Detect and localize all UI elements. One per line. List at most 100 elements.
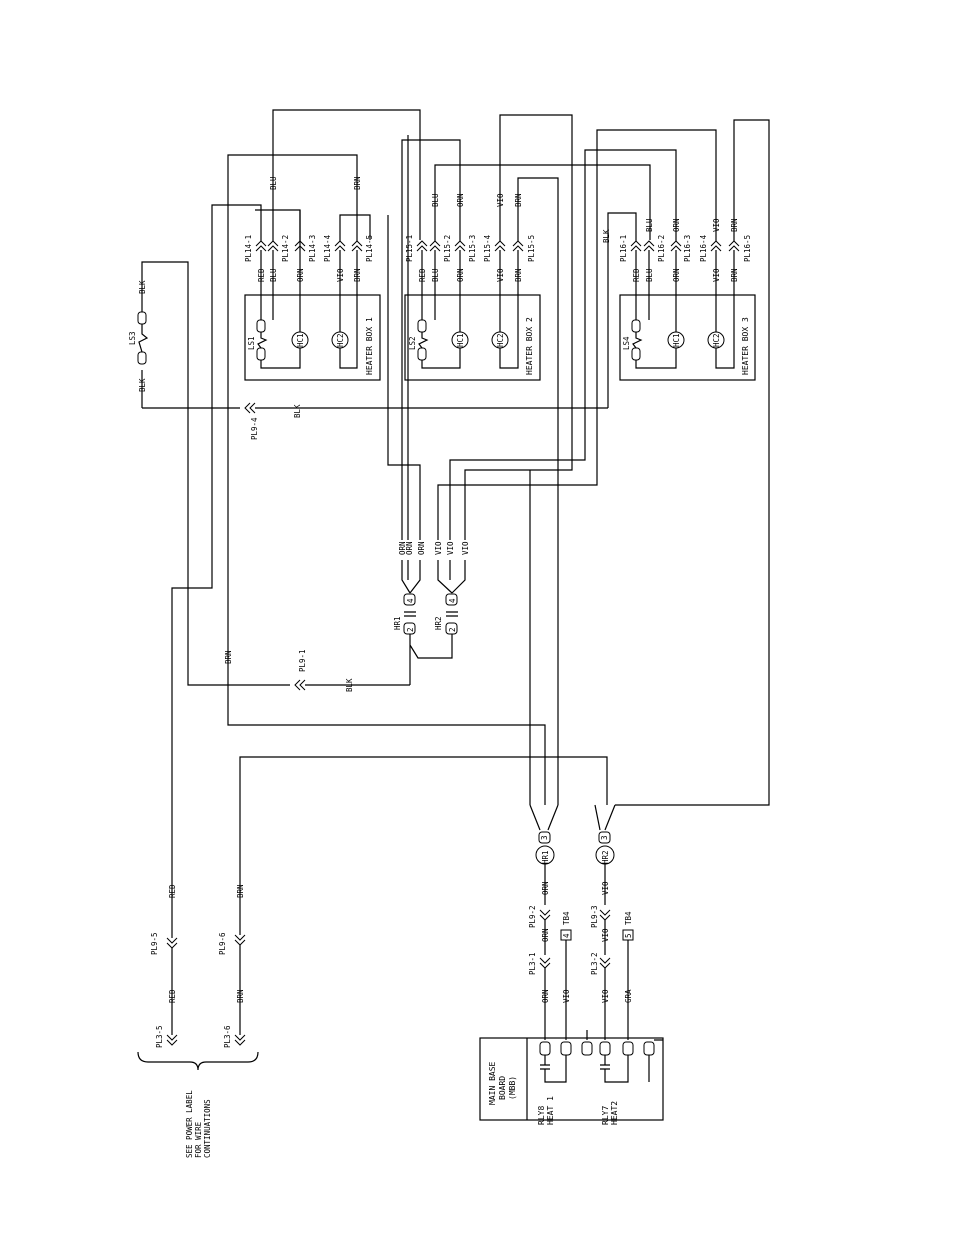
hr1-pin-4-label: 4 bbox=[406, 598, 415, 603]
hc1-label-3: HC1 bbox=[672, 333, 681, 347]
tb4-label-1: TB4 bbox=[562, 911, 571, 925]
pl9-2-chevron bbox=[539, 909, 551, 921]
heat-hr1-wire: ORN bbox=[541, 881, 550, 895]
pl15-2-chevron bbox=[429, 240, 441, 252]
power-note-3: CONTINUATIONS bbox=[203, 1099, 212, 1158]
ls2-switch: LS2 bbox=[408, 319, 429, 361]
hb2-wire-brn: BRN bbox=[514, 268, 523, 282]
relay-wire-orn-1: ORN bbox=[398, 541, 407, 555]
hr-relays: ORN ORN ORN VIO VIO VIO 4 2 HR1 4 2 HR2 … bbox=[224, 541, 470, 692]
heat-hr1-label: HR1 bbox=[541, 850, 550, 864]
pl16-5-label: PL16-5 bbox=[743, 235, 752, 262]
brn-wire-bottom: BRN bbox=[236, 989, 245, 1003]
rly7-label: RLY7 bbox=[601, 1106, 610, 1125]
pl15-4-label: PL15-4 bbox=[483, 234, 492, 262]
hr1-pin-2-label: 2 bbox=[406, 627, 415, 632]
hb1-wire-blu: BLU bbox=[269, 268, 278, 282]
hc1-label-2: HC1 bbox=[456, 333, 465, 347]
rly8-label: RLY8 bbox=[537, 1106, 546, 1125]
mbb-title-1: MAIN BASE bbox=[488, 1061, 497, 1105]
pl9-2-wire: ORN bbox=[541, 928, 550, 942]
hb3-wire-blu: BLU bbox=[645, 268, 654, 282]
pl16-2-label: PL16-2 bbox=[657, 235, 666, 262]
heater-box-1-label: HEATER BOX 1 bbox=[365, 317, 374, 375]
pl3-2-label: PL3-2 bbox=[590, 952, 599, 975]
mbb-title-3: (MBB) bbox=[508, 1076, 517, 1100]
pl14-1-label: PL14-1 bbox=[244, 235, 253, 262]
heat-hr1-pin bbox=[538, 831, 551, 844]
ls1-switch: LS1 bbox=[247, 319, 268, 361]
pl9-6-label: PL9-6 bbox=[218, 932, 227, 955]
pin-j2-10 bbox=[539, 1041, 551, 1056]
pl16-4-label: PL16-4 bbox=[699, 234, 708, 262]
power-note-2: FOR WIRE bbox=[194, 1121, 203, 1158]
relay-wire-orn-3: ORN bbox=[417, 541, 426, 555]
pl9-1-chevron bbox=[294, 679, 306, 691]
pl14-2-label: PL14-2 bbox=[281, 235, 290, 262]
hc2-label-3: HC2 bbox=[712, 333, 721, 347]
heater-box-2-outline bbox=[404, 294, 541, 381]
hb2-wire-vio: VIO bbox=[496, 268, 505, 282]
heater-box-3-label: HEATER BOX 3 bbox=[741, 317, 750, 375]
pl9-4-label: PL9-4 bbox=[250, 417, 259, 440]
pl9-1-wire: BLK bbox=[345, 678, 354, 692]
ls4-label: LS4 bbox=[622, 336, 631, 350]
hr2-pin-4 bbox=[445, 593, 458, 606]
pl9-5-chevron bbox=[166, 937, 178, 949]
pl3-2-chevron bbox=[599, 957, 611, 969]
pl14-4-chevron bbox=[334, 240, 346, 252]
pl9-3-chevron bbox=[599, 909, 611, 921]
pl14-1-chevron bbox=[255, 240, 267, 252]
mbb-title-2: BOARD bbox=[498, 1076, 507, 1100]
hb1-wire-brn: BRN bbox=[353, 268, 362, 282]
hb3-wire-vio: VIO bbox=[712, 268, 721, 282]
tb4-wire-gra: GRA bbox=[624, 989, 633, 1003]
mbb-pins bbox=[539, 1041, 655, 1056]
pin-j2-6 bbox=[599, 1041, 611, 1056]
heat-hr2-label: HR2 bbox=[601, 850, 610, 864]
hb1-wire-orn: ORN bbox=[296, 268, 305, 282]
pl15-3-label: PL15-3 bbox=[468, 235, 477, 262]
hr2-pin-2-label: 2 bbox=[448, 627, 457, 632]
relay-wire-orn-2: ORN bbox=[405, 541, 414, 555]
pl15-2-label: PL15-2 bbox=[443, 235, 452, 262]
heat1-label: HEAT 1 bbox=[546, 1096, 555, 1125]
pl3-6-chevron bbox=[234, 1034, 246, 1046]
heat-hr2-wire: VIO bbox=[601, 881, 610, 895]
heat-hr1-pin-label: 3 bbox=[540, 835, 549, 840]
pl9-1-label: PL9-1 bbox=[298, 649, 307, 672]
power-brace bbox=[137, 1051, 259, 1071]
heater-box-2: HEATER BOX 2 LS2 HC1 HC2 PL15-1 PL15-2 P… bbox=[404, 193, 541, 381]
pl14-5-chevron bbox=[351, 240, 363, 252]
tb4-terminal-5-label: 5 bbox=[624, 933, 633, 938]
pin-j2-8 bbox=[560, 1041, 572, 1056]
pl14-4-label: PL14-4 bbox=[323, 234, 332, 262]
pl3-1-chevron bbox=[539, 957, 551, 969]
hr2-label: HR2 bbox=[434, 616, 443, 630]
heater-box-3-outline bbox=[619, 294, 756, 381]
hb3-wire-brn: BRN bbox=[730, 268, 739, 282]
left-connectors: RED PL9-5 RED PL3-5 BRN PL9-6 BRN PL3-6 … bbox=[137, 880, 259, 1158]
hb1-wire-red: RED bbox=[257, 268, 266, 282]
pl15-1-label: PL15-1 bbox=[405, 235, 414, 262]
pl15-1-chevron bbox=[416, 240, 428, 252]
pl16-1-chevron bbox=[630, 240, 642, 252]
pl9-4-chevron bbox=[244, 402, 256, 414]
hb2-wire-red: RED bbox=[418, 268, 427, 282]
pl14-3-label: PL14-3 bbox=[308, 235, 317, 262]
ls3-left-wire: BLK bbox=[138, 378, 147, 392]
pl16-4-chevron bbox=[710, 240, 722, 252]
ls3-right-wire: BLK bbox=[138, 280, 147, 294]
lower-harness: 3 HR1 ORN 3 HR2 VIO bbox=[227, 470, 616, 905]
hb3-outer-blk: BLK bbox=[602, 229, 611, 243]
pl3-2-wire: VIO bbox=[601, 989, 610, 1003]
hc1-label-1: HC1 bbox=[296, 333, 305, 347]
pin-j2-12 bbox=[622, 1041, 634, 1056]
pl15-5-chevron bbox=[512, 240, 524, 252]
pl14-2-chevron bbox=[267, 240, 279, 252]
relay-wire-vio-1: VIO bbox=[434, 541, 443, 555]
ls3-switch: LS3 BLK BLK PL9-4 BLK bbox=[128, 261, 608, 686]
ls3-label: LS3 bbox=[128, 331, 137, 345]
